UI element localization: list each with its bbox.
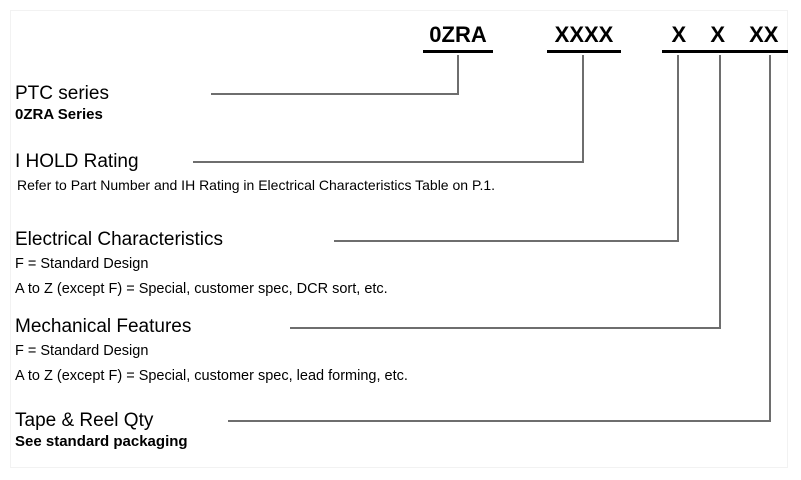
section-ptc-series: PTC series 0ZRA Series — [15, 83, 109, 125]
section-line-ihold-rating-0: Refer to Part Number and IH Rating in El… — [17, 177, 496, 193]
leader-vertical-packaging — [769, 55, 771, 420]
section-heading-ptc-series: PTC series — [15, 83, 109, 104]
code-segment-series: 0ZRA — [429, 22, 487, 47]
section-ihold-rating: I HOLD Rating Refer to Part Number and I… — [15, 151, 495, 195]
leader-vertical-ihold — [582, 55, 584, 161]
section-line-electrical-characteristics-0: F = Standard Design — [15, 256, 149, 272]
section-tape-reel-qty: Tape & Reel Qty See standard packaging — [15, 410, 188, 452]
section-line-mechanical-features-1: A to Z (except F) = Special, customer sp… — [15, 368, 408, 384]
leader-horizontal-ihold — [193, 161, 584, 163]
code-segment-electrical: X — [671, 22, 687, 47]
section-line-electrical-characteristics-1: A to Z (except F) = Special, customer sp… — [15, 281, 388, 297]
section-line-mechanical-features-0: F = Standard Design — [15, 343, 149, 359]
section-heading-mechanical-features: Mechanical Features — [15, 316, 192, 337]
code-group-series: 0ZRA — [423, 22, 493, 53]
code-group-ihold: XXXX — [547, 22, 621, 53]
section-line-ptc-series-0: 0ZRA Series — [15, 106, 103, 123]
leader-horizontal-mechanical — [290, 327, 721, 329]
leader-horizontal-packaging — [228, 420, 771, 422]
leader-horizontal-series — [211, 93, 459, 95]
code-group-options: X X XX — [662, 22, 788, 53]
leader-vertical-electrical — [677, 55, 679, 240]
section-heading-ihold-rating: I HOLD Rating — [15, 151, 139, 172]
code-segment-packaging: XX — [749, 22, 779, 47]
code-segment-ihold: XXXX — [554, 22, 614, 47]
section-electrical-characteristics: Electrical Characteristics F = Standard … — [15, 229, 388, 299]
leader-vertical-series — [457, 55, 459, 93]
section-heading-tape-reel-qty: Tape & Reel Qty — [15, 410, 154, 431]
leader-vertical-mechanical — [719, 55, 721, 327]
section-mechanical-features: Mechanical Features F = Standard Design … — [15, 316, 408, 386]
figure-border — [10, 10, 788, 468]
section-line-tape-reel-qty-0: See standard packaging — [15, 433, 188, 450]
leader-horizontal-electrical — [334, 240, 679, 242]
code-segment-mechanical: X — [710, 22, 725, 47]
section-heading-electrical-characteristics: Electrical Characteristics — [15, 229, 223, 250]
